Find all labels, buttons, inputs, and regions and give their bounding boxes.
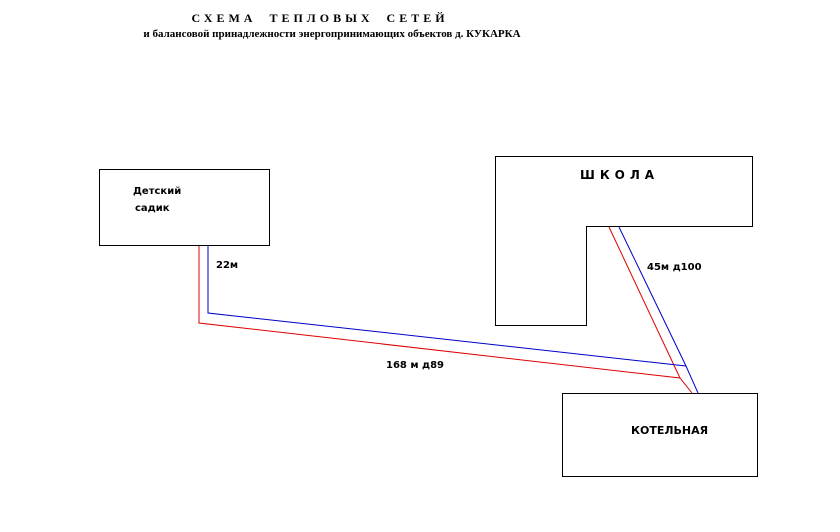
school-branch-label: 45м д100 bbox=[647, 262, 702, 273]
kindergarten-building bbox=[99, 169, 270, 246]
return-pipe-kindergarten bbox=[207, 246, 699, 394]
diagram-title: СХЕМА ТЕПЛОВЫХ СЕТЕЙ bbox=[191, 11, 449, 25]
return-pipe-school bbox=[618, 226, 687, 367]
school-building bbox=[495, 156, 753, 326]
kindergarten-branch-length-label: 22м bbox=[216, 260, 238, 271]
kindergarten-label-line2: садик bbox=[135, 203, 170, 214]
boiler-house-label: КОТЕЛЬНАЯ bbox=[631, 424, 708, 437]
boiler-house-building bbox=[562, 393, 758, 477]
school-label: ШКОЛА bbox=[580, 168, 659, 182]
supply-pipe-kindergarten bbox=[198, 246, 693, 394]
kindergarten-label-line1: Детский bbox=[133, 186, 181, 197]
diagram-subtitle: и балансовой принадлежности энергоприним… bbox=[143, 28, 521, 40]
supply-pipe-school bbox=[608, 226, 681, 379]
main-line-label: 168 м д89 bbox=[386, 360, 444, 371]
